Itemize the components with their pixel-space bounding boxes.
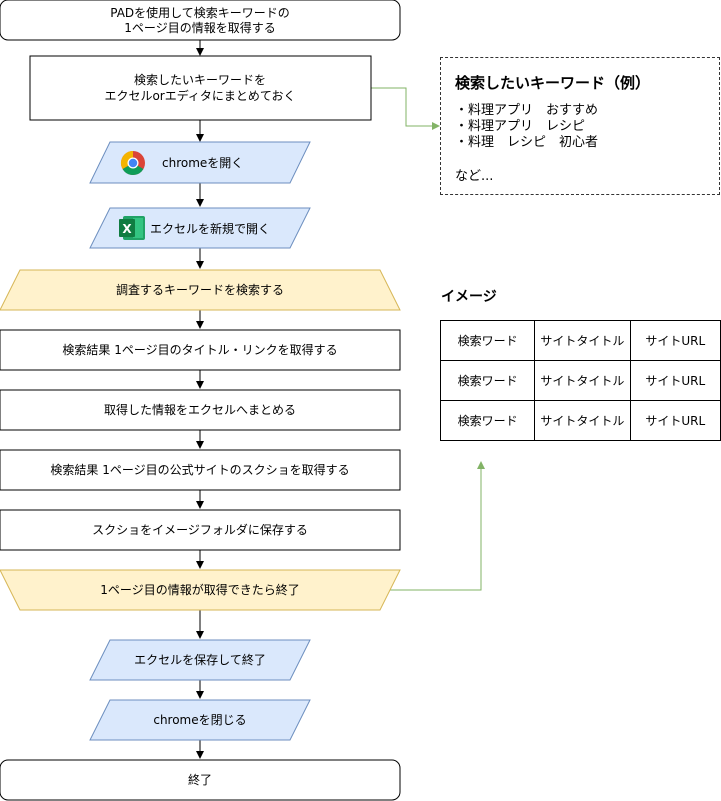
prepare-keywords-node	[29, 55, 372, 121]
table-cell-site-title: サイトタイトル	[534, 360, 631, 401]
table-row: 検索ワード サイトタイトル サイトURL	[439, 360, 721, 401]
table-row: 検索ワード サイトタイトル サイトURL	[439, 400, 721, 441]
save-screenshots-label: スクショをイメージフォルダに保存する	[92, 522, 308, 537]
prepare-keywords-line1: 検索したいキーワードを	[134, 73, 266, 87]
search-loop-label: 調査するキーワードを検索する	[116, 283, 284, 297]
image-section-title: イメージ	[441, 289, 497, 305]
sample-output-table: 検索ワード サイトタイトル サイトURL 検索ワード サイトタイトル サイトUR…	[439, 320, 721, 441]
open-chrome-node	[89, 141, 311, 184]
note-title: 検索したいキーワード（例）	[455, 74, 651, 92]
prepare-keywords-line2: エクセルorエディタにまとめておく	[104, 88, 295, 103]
table-cell-site-title: サイトタイトル	[534, 400, 631, 441]
save-excel-node	[89, 639, 311, 681]
note-etc: など...	[455, 169, 494, 184]
table-cell-site-url: サイトURL	[629, 400, 721, 441]
close-chrome-label: chromeを閉じる	[153, 713, 246, 727]
table-cell-site-url: サイトURL	[629, 320, 721, 361]
compile-to-excel-node	[0, 389, 401, 431]
note-item: ・料理 レシピ 初心者	[455, 135, 599, 150]
start-node-line2: 1ページ目の情報を取得する	[124, 20, 275, 35]
screenshot-sites-node	[0, 449, 401, 491]
loop-end-node	[0, 569, 401, 611]
start-node-line1: PADを使用して検索キーワードの	[110, 5, 290, 20]
table-cell-search-word: 検索ワード	[439, 320, 536, 361]
table-cell-search-word: 検索ワード	[439, 400, 536, 441]
compile-to-excel-label: 取得した情報をエクセルへまとめる	[104, 402, 296, 417]
table-cell-site-title: サイトタイトル	[534, 320, 631, 361]
save-screenshots-node	[0, 509, 401, 551]
note-connector	[371, 87, 440, 130]
keyword-example-note: 検索したいキーワード（例） ・料理アプリ おすすめ ・料理アプリ レシピ ・料理…	[440, 57, 720, 195]
excel-icon: X	[119, 216, 145, 240]
start-node	[0, 0, 401, 41]
note-item: ・料理アプリ レシピ	[455, 119, 586, 134]
get-titles-links-node	[0, 329, 401, 371]
loop-end-label: 1ページ目の情報が取得できたら終了	[100, 582, 299, 597]
table-cell-search-word: 検索ワード	[439, 360, 536, 401]
note-item: ・料理アプリ おすすめ	[455, 103, 599, 118]
table-cell-site-url: サイトURL	[629, 360, 721, 401]
open-excel-label: エクセルを新規で開く	[150, 221, 270, 236]
end-label: 終了	[188, 772, 212, 787]
chrome-icon	[120, 150, 145, 176]
screenshot-sites-label: 検索結果 1ページ目の公式サイトのスクショを取得する	[50, 462, 349, 477]
end-node	[0, 759, 401, 801]
search-loop-start-node	[0, 269, 401, 311]
svg-text:X: X	[122, 222, 132, 236]
open-chrome-label: chromeを開く	[162, 156, 243, 170]
image-connector	[390, 461, 485, 591]
table-row: 検索ワード サイトタイトル サイトURL	[439, 320, 721, 361]
close-chrome-node	[89, 699, 311, 741]
get-titles-links-label: 検索結果 1ページ目のタイトル・リンクを取得する	[62, 342, 337, 357]
save-excel-label: エクセルを保存して終了	[134, 652, 266, 667]
